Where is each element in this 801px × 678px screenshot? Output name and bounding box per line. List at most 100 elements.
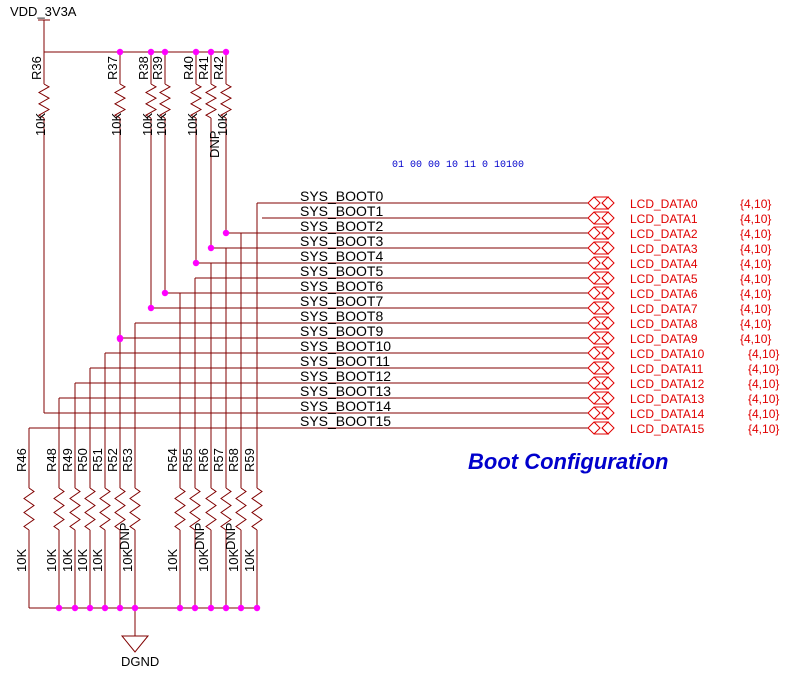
pulldown-value-12: 10K	[242, 549, 257, 572]
resistor-r37	[113, 83, 127, 119]
pulldown-ref-0: R46	[14, 448, 29, 472]
port-11	[587, 361, 610, 375]
pulldown-dnp-10: DNP	[223, 523, 238, 550]
pullup-ref-0: R36	[29, 56, 44, 80]
pulldown-ref-5: R52	[105, 448, 120, 472]
port-2	[587, 226, 610, 240]
resistor-r48	[53, 487, 65, 531]
junction-dot	[101, 604, 109, 612]
resistor-r46	[23, 487, 35, 531]
port-label-2: LCD_DATA2	[630, 227, 698, 241]
net-label-0: SYS_BOOT0	[300, 188, 383, 204]
port-6	[587, 286, 610, 300]
port-arrow-2	[593, 226, 615, 240]
port-9	[587, 331, 610, 345]
port-label-11: LCD_DATA11	[630, 362, 704, 376]
pulldown-ref-12: R59	[242, 448, 257, 472]
port-arrow-13	[593, 391, 615, 405]
diagram-title: Boot Configuration	[468, 449, 668, 474]
port-3	[587, 241, 610, 255]
net-label-2: SYS_BOOT2	[300, 218, 383, 234]
port-ref-2: {4,10}	[740, 227, 771, 241]
port-label-4: LCD_DATA4	[630, 257, 698, 271]
port-arrow-15	[593, 421, 615, 435]
net-label-4: SYS_BOOT4	[300, 248, 383, 264]
junction-dot	[116, 48, 124, 56]
pullup-value-3: 10K	[154, 113, 169, 136]
net-label-9: SYS_BOOT9	[300, 323, 383, 339]
junction-dot	[176, 604, 184, 612]
port-arrow-12	[593, 376, 615, 390]
pulldown-ref-6: R53	[120, 448, 135, 472]
port-arrow-11	[593, 361, 615, 375]
port-ref-11: {4,10}	[748, 362, 779, 376]
port-ref-4: {4,10}	[740, 257, 771, 271]
port-15	[587, 421, 610, 435]
port-label-6: LCD_DATA6	[630, 287, 698, 301]
pullup-ref-1: R37	[105, 56, 120, 80]
pullup-value-1: 10K	[109, 113, 124, 136]
port-label-8: LCD_DATA8	[630, 317, 698, 331]
port-arrow-4	[593, 256, 615, 270]
junction-dot	[86, 604, 94, 612]
pulldown-dnp-5: DNP	[117, 523, 132, 550]
power-label: VDD_3V3A	[10, 4, 77, 19]
pulldown-value-11: 10K	[226, 549, 241, 572]
pulldown-value-6: 10K	[120, 549, 135, 572]
port-0	[587, 196, 610, 210]
port-arrow-1	[593, 211, 615, 225]
pulldown-ref-8: R55	[180, 448, 195, 472]
junction-dot	[71, 604, 79, 612]
ground-symbol	[120, 635, 150, 653]
resistor-r51	[99, 487, 111, 531]
port-ref-15: {4,10}	[748, 422, 779, 436]
junction-dot	[191, 604, 199, 612]
port-arrow-10	[593, 346, 615, 360]
resistor-r52	[114, 487, 126, 531]
junction-dot	[131, 604, 139, 612]
port-label-10: LCD_DATA10	[630, 347, 705, 361]
pullup-value-2: 10K	[140, 113, 155, 136]
port-10	[587, 346, 610, 360]
port-ref-13: {4,10}	[748, 392, 779, 406]
port-7	[587, 301, 610, 315]
pulldown-ref-9: R56	[196, 448, 211, 472]
net-label-8: SYS_BOOT8	[300, 308, 383, 324]
pulldown-value-3: 10K	[75, 549, 90, 572]
port-4	[587, 256, 610, 270]
junction-dot	[237, 604, 245, 612]
pulldown-ref-7: R54	[165, 448, 180, 472]
port-arrow-14	[593, 406, 615, 420]
port-8	[587, 316, 610, 330]
junction-dot	[222, 229, 230, 237]
pulldown-value-1: 10K	[44, 549, 59, 572]
port-5	[587, 271, 610, 285]
junction-dot	[207, 604, 215, 612]
port-ref-0: {4,10}	[740, 197, 771, 211]
resistor-r56	[205, 487, 217, 531]
port-arrow-7	[593, 301, 615, 315]
port-ref-5: {4,10}	[740, 272, 771, 286]
port-ref-10: {4,10}	[748, 347, 779, 361]
resistor-r53	[129, 487, 141, 531]
junction-dot	[222, 604, 230, 612]
port-label-5: LCD_DATA5	[630, 272, 698, 286]
port-label-13: LCD_DATA13	[630, 392, 705, 406]
junction-dot	[161, 48, 169, 56]
boot-config-note: 01 00 00 10 11 0 10100	[392, 160, 524, 171]
junction-dot	[222, 48, 230, 56]
pullup-ref-3: R39	[150, 56, 165, 80]
junction-dot	[192, 48, 200, 56]
resistor-r57	[220, 487, 232, 531]
port-arrow-9	[593, 331, 615, 345]
pulldown-value-4: 10K	[90, 549, 105, 572]
port-arrow-5	[593, 271, 615, 285]
resistor-r50	[84, 487, 96, 531]
port-arrow-3	[593, 241, 615, 255]
resistor-r55	[189, 487, 201, 531]
pullup-ref-5: R41	[196, 56, 211, 80]
port-label-3: LCD_DATA3	[630, 242, 698, 256]
port-label-12: LCD_DATA12	[630, 377, 705, 391]
port-ref-12: {4,10}	[748, 377, 779, 391]
